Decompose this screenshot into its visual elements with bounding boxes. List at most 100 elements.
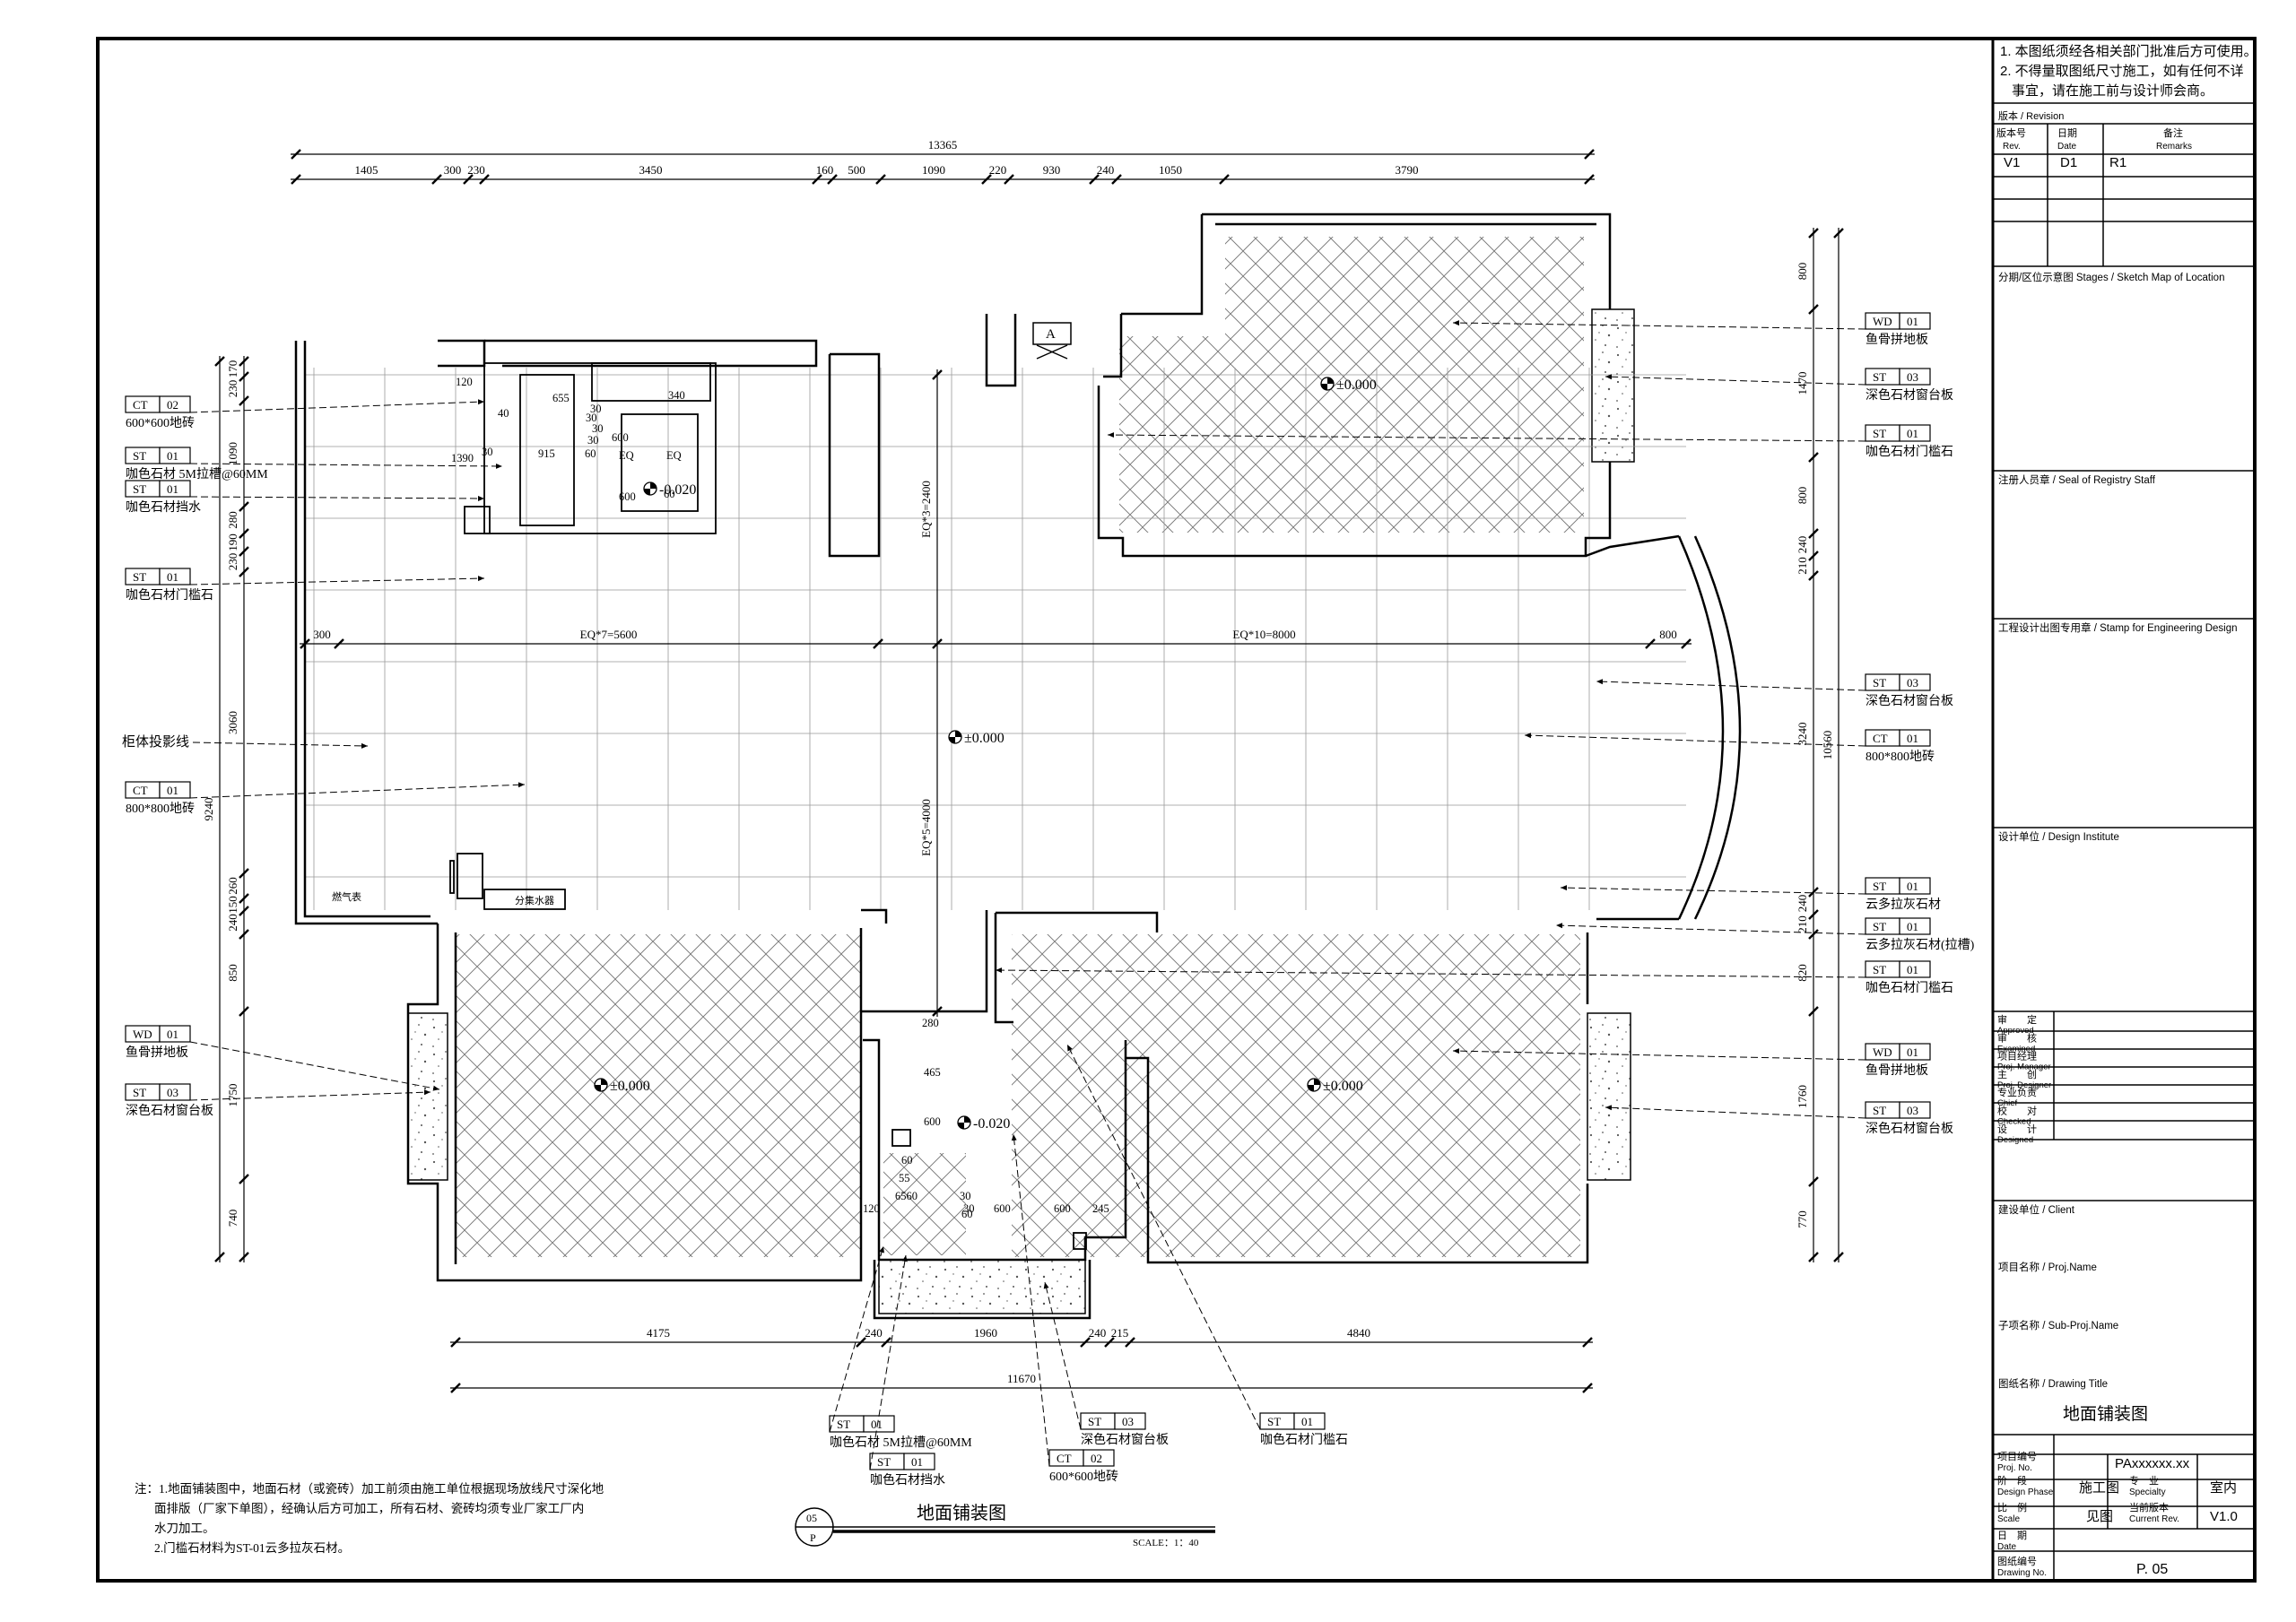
bath-dim-top: EQ bbox=[666, 449, 682, 462]
tag-text: 咖色石材门槛石 bbox=[1866, 444, 1953, 459]
tag-text: 咖色石材 5M拉槽@60MM bbox=[126, 466, 268, 481]
window-sill-left bbox=[407, 1012, 448, 1181]
inner-dim: 800 bbox=[1659, 628, 1677, 641]
drawing-title-label: 图纸名称 / Drawing Title bbox=[1998, 1377, 2108, 1390]
scale-en: Scale bbox=[1997, 1514, 2020, 1524]
bath-shower-floor bbox=[883, 1153, 966, 1255]
approval-en: Chief bbox=[1997, 1098, 2018, 1108]
bath-dim-bottom: 30 bbox=[963, 1202, 975, 1215]
tag-code: ST bbox=[1873, 676, 1886, 690]
tag-num: 01 bbox=[1301, 1415, 1313, 1428]
tag-code: CT bbox=[1057, 1452, 1072, 1465]
rev-value: V1 bbox=[2004, 155, 2020, 170]
tag-num: 03 bbox=[1122, 1415, 1134, 1428]
tag-num: 03 bbox=[1907, 370, 1918, 384]
left-dim-total: 9240 bbox=[202, 798, 215, 821]
proj-no-cn: 项目编号 bbox=[1997, 1450, 2037, 1462]
drawing-no-en: Drawing No. bbox=[1997, 1568, 2047, 1578]
rev-header-en: Rev. bbox=[2003, 142, 2021, 152]
bath-dim-top: 40 bbox=[498, 407, 509, 420]
tag-code: ST bbox=[133, 1086, 146, 1099]
rev-header-cn: 版本号 bbox=[1996, 126, 2026, 139]
tag-num: 01 bbox=[1907, 880, 1918, 893]
plan-notes: 注：1.地面铺装图中，地面石材（或瓷砖）加工前须由施工单位根据现场放线尺寸深化地… bbox=[135, 1481, 604, 1555]
approval-cn: 项目经理 bbox=[1997, 1051, 2037, 1063]
right-dim: 800 bbox=[1796, 263, 1809, 281]
inner-dim: EQ*10=8000 bbox=[1232, 628, 1295, 641]
bath-dim-bottom: 280 bbox=[922, 1017, 939, 1029]
top-dim: 3450 bbox=[639, 163, 663, 177]
bedroom-top-right-alcove bbox=[1119, 336, 1225, 533]
bath-dim-top: 1390 bbox=[451, 452, 474, 464]
inner-dim: EQ*7=5600 bbox=[580, 628, 638, 641]
top-dim: 160 bbox=[816, 163, 834, 177]
title-block: 1. 本图纸须经各相关部门批准后方可使用。 2. 不得量取图纸尺寸施工，如有任何… bbox=[1991, 39, 2257, 1581]
bath-dim-bottom: 600 bbox=[994, 1202, 1011, 1215]
bottom-dim: 240 bbox=[865, 1326, 883, 1340]
current-rev-value: V1.0 bbox=[2210, 1509, 2238, 1524]
bottom-dim: 215 bbox=[1111, 1326, 1129, 1340]
tag-code: WD bbox=[1873, 1045, 1892, 1059]
tag-num: 01 bbox=[871, 1418, 883, 1431]
elevation-marker: ±0.000 bbox=[610, 1079, 650, 1094]
window-sill-bottom bbox=[878, 1259, 1086, 1314]
elevation-marker: -0.020 bbox=[973, 1116, 1010, 1132]
date-header-en: Date bbox=[2057, 142, 2077, 152]
bottom-dim: 1960 bbox=[974, 1326, 997, 1340]
approval-en: Proj. Manager bbox=[1997, 1063, 2051, 1072]
top-dim: 1405 bbox=[355, 163, 378, 177]
approval-en: Proj. Designer bbox=[1997, 1080, 2051, 1090]
seal-label: 注册人员章 / Seal of Registry Staff bbox=[1998, 473, 2156, 486]
plan-note-3: 水刀加工。 bbox=[154, 1522, 215, 1535]
revision-title: 版本 / Revision bbox=[1998, 109, 2064, 122]
tag-text: 深色石材窗台板 bbox=[1081, 1432, 1169, 1447]
inner-dim: 300 bbox=[313, 628, 331, 641]
approval-cn: 专业负责 bbox=[1997, 1086, 2037, 1098]
bath-dim-bottom: 30 bbox=[960, 1190, 971, 1202]
approval-cn: 主 创 bbox=[1997, 1069, 2037, 1080]
top-dim: 230 bbox=[467, 163, 485, 177]
tag-text: 鱼骨拼地板 bbox=[126, 1045, 188, 1060]
current-rev-en: Current Rev. bbox=[2129, 1514, 2179, 1524]
left-dim: 170 bbox=[226, 360, 239, 378]
stamp-label: 工程设计出图专用章 / Stamp for Engineering Design bbox=[1998, 621, 2238, 634]
right-dim: 1470 bbox=[1796, 372, 1809, 395]
top-dim: 1050 bbox=[1159, 163, 1182, 177]
tag-text: 深色石材窗台板 bbox=[1866, 1121, 1953, 1136]
tag-text: 云多拉灰石材(拉槽) bbox=[1866, 937, 1975, 952]
general-note-1: 1. 本图纸须经各相关部门批准后方可使用。 bbox=[2000, 44, 2257, 59]
tag-code: ST bbox=[1873, 920, 1886, 933]
tag-text: 深色石材窗台板 bbox=[126, 1103, 213, 1118]
bath-dim-bottom: 245 bbox=[1092, 1202, 1109, 1215]
tag-num: 01 bbox=[1907, 920, 1918, 933]
date-en: Date bbox=[1997, 1542, 2017, 1552]
top-dim: 930 bbox=[1043, 163, 1061, 177]
left-dim: 3060 bbox=[226, 711, 239, 734]
bath-dim-top: 30 bbox=[592, 422, 604, 435]
tag-code: WD bbox=[133, 1028, 152, 1041]
bath-dim-bottom: 60 bbox=[901, 1154, 913, 1167]
left-dim: 260 bbox=[226, 877, 239, 895]
phase-cn: 阶 段 bbox=[1997, 1474, 2027, 1487]
tag-code: ST bbox=[1873, 370, 1886, 384]
inner-vdim: EQ*3=2400 bbox=[919, 481, 933, 538]
tag-text: 咖色石材门槛石 bbox=[126, 587, 213, 603]
tag-text: 600*600地砖 bbox=[126, 416, 195, 430]
plan-note-2: 面排版（厂家下单图），经确认后方可加工，所有石材、瓷砖均须专业厂家工厂内 bbox=[154, 1501, 584, 1515]
bedroom-bottom-left-floor bbox=[456, 934, 861, 1257]
bedroom-bottom-right-floor bbox=[1012, 934, 1580, 1257]
bath-dim-top: 600 bbox=[619, 490, 636, 503]
tag-num: 03 bbox=[1907, 1104, 1918, 1117]
top-dim: 3790 bbox=[1396, 163, 1419, 177]
drawing-title: 地面铺装图 bbox=[2063, 1404, 2148, 1424]
right-dim: 1760 bbox=[1796, 1085, 1809, 1108]
bath-dim-bottom: 6560 bbox=[895, 1190, 918, 1202]
general-note-2: 2. 不得量取图纸尺寸施工，如有任何不详 bbox=[2000, 64, 2244, 79]
approval-cn: 校 对 bbox=[1997, 1105, 2037, 1117]
right-dim: 240 bbox=[1796, 895, 1809, 913]
tag-text: 云多拉灰石材 bbox=[1866, 897, 1941, 912]
remarks-value: R1 bbox=[2109, 155, 2126, 170]
inner-vdim: EQ*5=4000 bbox=[919, 799, 933, 856]
tag-text: 800*800地砖 bbox=[126, 802, 195, 816]
